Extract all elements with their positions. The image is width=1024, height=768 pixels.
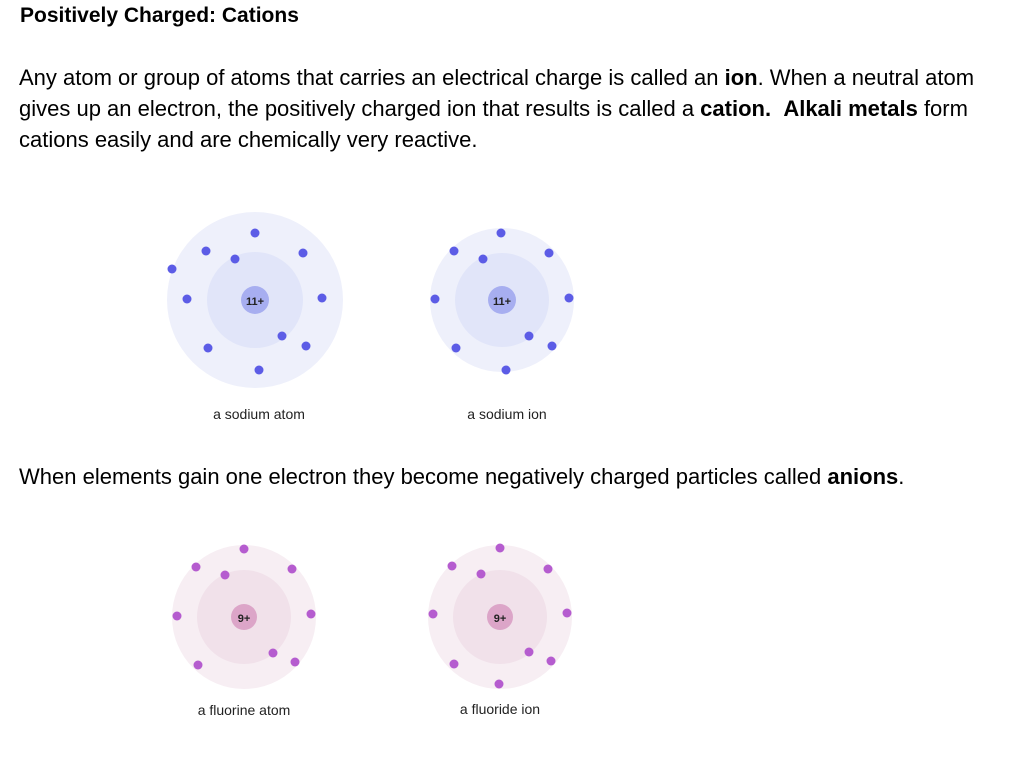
nucleus [231,604,257,630]
nucleus-charge-label: 11+ [246,296,264,308]
electron [203,343,213,353]
nucleus-charge-label: 9+ [238,613,251,625]
page-title: Positively Charged: Cations [20,4,299,27]
diagram-caption: a sodium ion [467,406,546,422]
electron [250,228,260,238]
electron [167,264,177,274]
electron [564,293,574,303]
electron [496,228,506,238]
outer-shell [172,545,316,689]
electron [182,294,192,304]
anion-paragraph: When elements gain one electron they bec… [19,461,1009,492]
nucleus [241,286,269,314]
nucleus [487,604,513,630]
alkali-metals-term: Alkali metals [783,96,918,121]
electron [476,569,486,579]
electron [524,331,534,341]
electron [495,543,505,553]
electron [449,659,459,669]
electron [478,254,488,264]
electron [547,341,557,351]
electron [254,365,264,375]
electron [230,254,240,264]
electron [317,293,327,303]
electron [451,343,461,353]
ion-text-1: Any atom or group of atoms that carries … [19,65,725,90]
electrons [430,228,574,375]
electron [191,562,201,572]
electron [447,561,457,571]
electron [562,608,572,618]
electron [306,609,316,619]
diagram-caption: a sodium atom [213,406,305,422]
electron [298,248,308,258]
electron [172,611,182,621]
electron [277,331,287,341]
ion-term: ion [724,65,758,90]
electron [501,365,511,375]
anions-term: anions [827,464,899,489]
outer-shell [428,545,572,689]
electron [220,570,230,580]
diagram-caption: a fluorine atom [198,702,291,718]
fluoride-ion-diagram: 9+ a fluoride ion [428,543,572,717]
cation-term: cation. [700,96,772,121]
electron [239,544,249,554]
electron [430,294,440,304]
electron [494,679,504,689]
electron [546,656,556,666]
electron [544,248,554,258]
electron [201,246,211,256]
diagram-caption: a fluoride ion [460,701,540,717]
electron [524,647,534,657]
electron [287,564,297,574]
electron [193,660,203,670]
nucleus [488,286,516,314]
inner-shell [197,570,291,664]
electron [290,657,300,667]
sodium-ion-diagram: 11+ a sodium ion [430,228,574,422]
anion-text-2: . [898,464,905,489]
electron [301,341,311,351]
inner-shell [207,252,303,348]
inner-shell [455,253,549,347]
electron [449,246,459,256]
outer-shell [167,212,343,388]
electrons [167,228,327,375]
anion-text-1: When elements gain one electron they bec… [19,464,828,489]
outer-shell [430,228,574,372]
ion-text-3: form cations easily and are chemically v… [19,96,968,152]
ion-text-2: . When a neutral atom gives up an electr… [19,65,975,121]
fluorine-atom-diagram: 9+ a fluorine atom [172,544,316,718]
inner-shell [453,570,547,664]
ion-definition-paragraph: Any atom or group of atoms that carries … [19,62,1009,155]
electrons [172,544,316,670]
electron [543,564,553,574]
electrons [428,543,572,689]
sodium-atom-diagram: 11+ a sodium atom [167,212,343,422]
electron [268,648,278,658]
nucleus-charge-label: 9+ [494,613,507,625]
electron [428,609,438,619]
nucleus-charge-label: 11+ [493,296,511,308]
